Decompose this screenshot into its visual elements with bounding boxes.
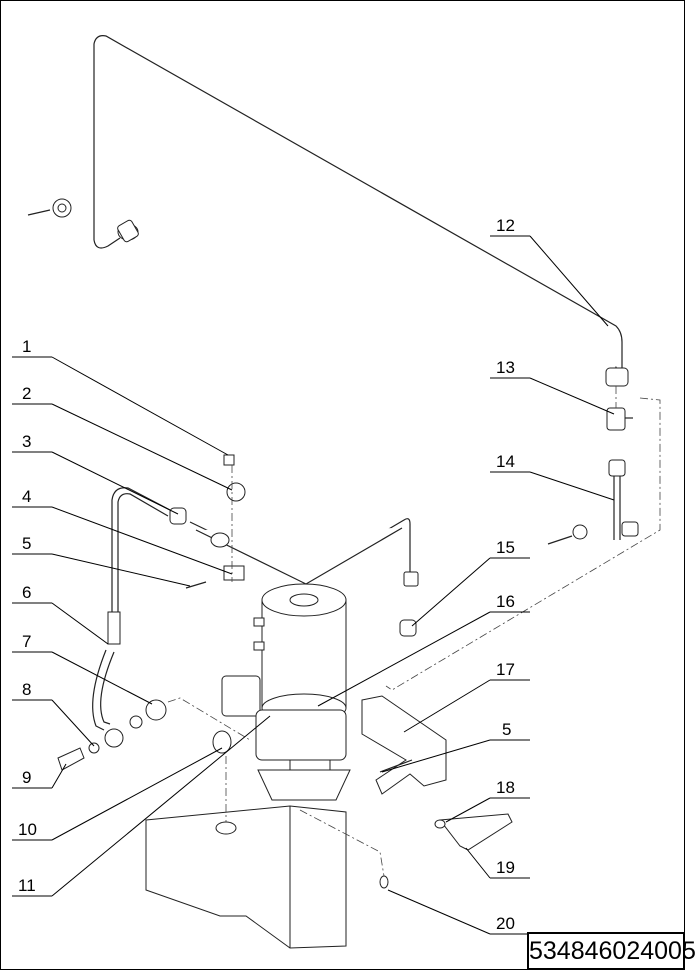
- mounting-bracket: [299, 695, 513, 889]
- power-unit-motor: [221, 583, 351, 801]
- callout-5-screw: 5: [22, 534, 31, 553]
- callout-18: 18: [496, 778, 515, 797]
- callout-10: 10: [18, 820, 37, 839]
- callout-20: 20: [496, 914, 515, 933]
- callout-8: 8: [22, 680, 31, 699]
- callout-6: 6: [22, 583, 31, 602]
- right-fitting-assembly: [385, 386, 661, 691]
- callout-2: 2: [22, 384, 31, 403]
- callout-11: 11: [18, 876, 36, 895]
- drawing-number-box: 534846024005: [527, 932, 696, 970]
- pressure-pipe-assembly: [92, 454, 419, 731]
- callout-1: 1: [22, 337, 31, 356]
- callout-5-bracket-screw: 5: [502, 720, 511, 739]
- callout-16: 16: [496, 592, 515, 611]
- return-pipe-assembly: [27, 35, 629, 387]
- callout-4: 4: [22, 487, 31, 506]
- callout-12: 12: [496, 216, 515, 235]
- callout-3: 3: [22, 432, 31, 451]
- callout-leaders: [12, 235, 615, 935]
- callout-19: 19: [496, 858, 515, 877]
- callout-15: 15: [496, 538, 515, 557]
- callout-7: 7: [22, 632, 31, 651]
- oil-tank: [145, 730, 347, 949]
- callout-labels: 1 2 3 4 5 6 7 8 9 10 11 12 13 14 15 16 1…: [18, 216, 515, 933]
- callout-14: 14: [496, 452, 515, 471]
- callout-17: 17: [496, 660, 515, 679]
- callout-13: 13: [496, 358, 515, 377]
- inlet-fitting-parts: [57, 697, 251, 771]
- callout-9: 9: [22, 768, 31, 787]
